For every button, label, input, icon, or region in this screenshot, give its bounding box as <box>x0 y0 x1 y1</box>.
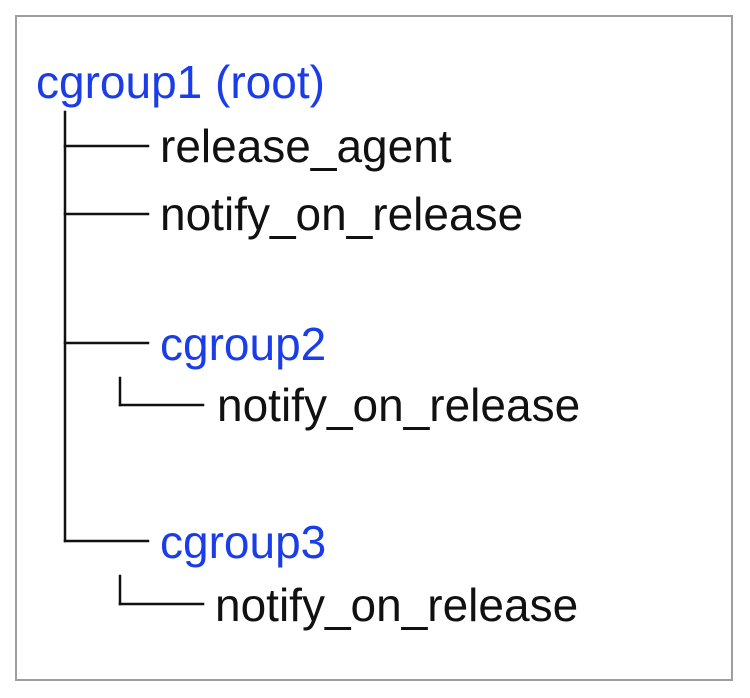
cgroup3-node-label: cgroup3 <box>160 516 327 568</box>
cgroup2-node-label: cgroup2 <box>160 318 327 370</box>
cgroup2-notify-file: notify_on_release <box>217 379 581 431</box>
diagram-frame <box>15 15 733 681</box>
root-notify-file: notify_on_release <box>160 188 524 240</box>
root-node-label: cgroup1 (root) <box>36 56 325 108</box>
release-agent-file: release_agent <box>160 120 452 172</box>
cgroup3-notify-file: notify_on_release <box>215 579 579 631</box>
